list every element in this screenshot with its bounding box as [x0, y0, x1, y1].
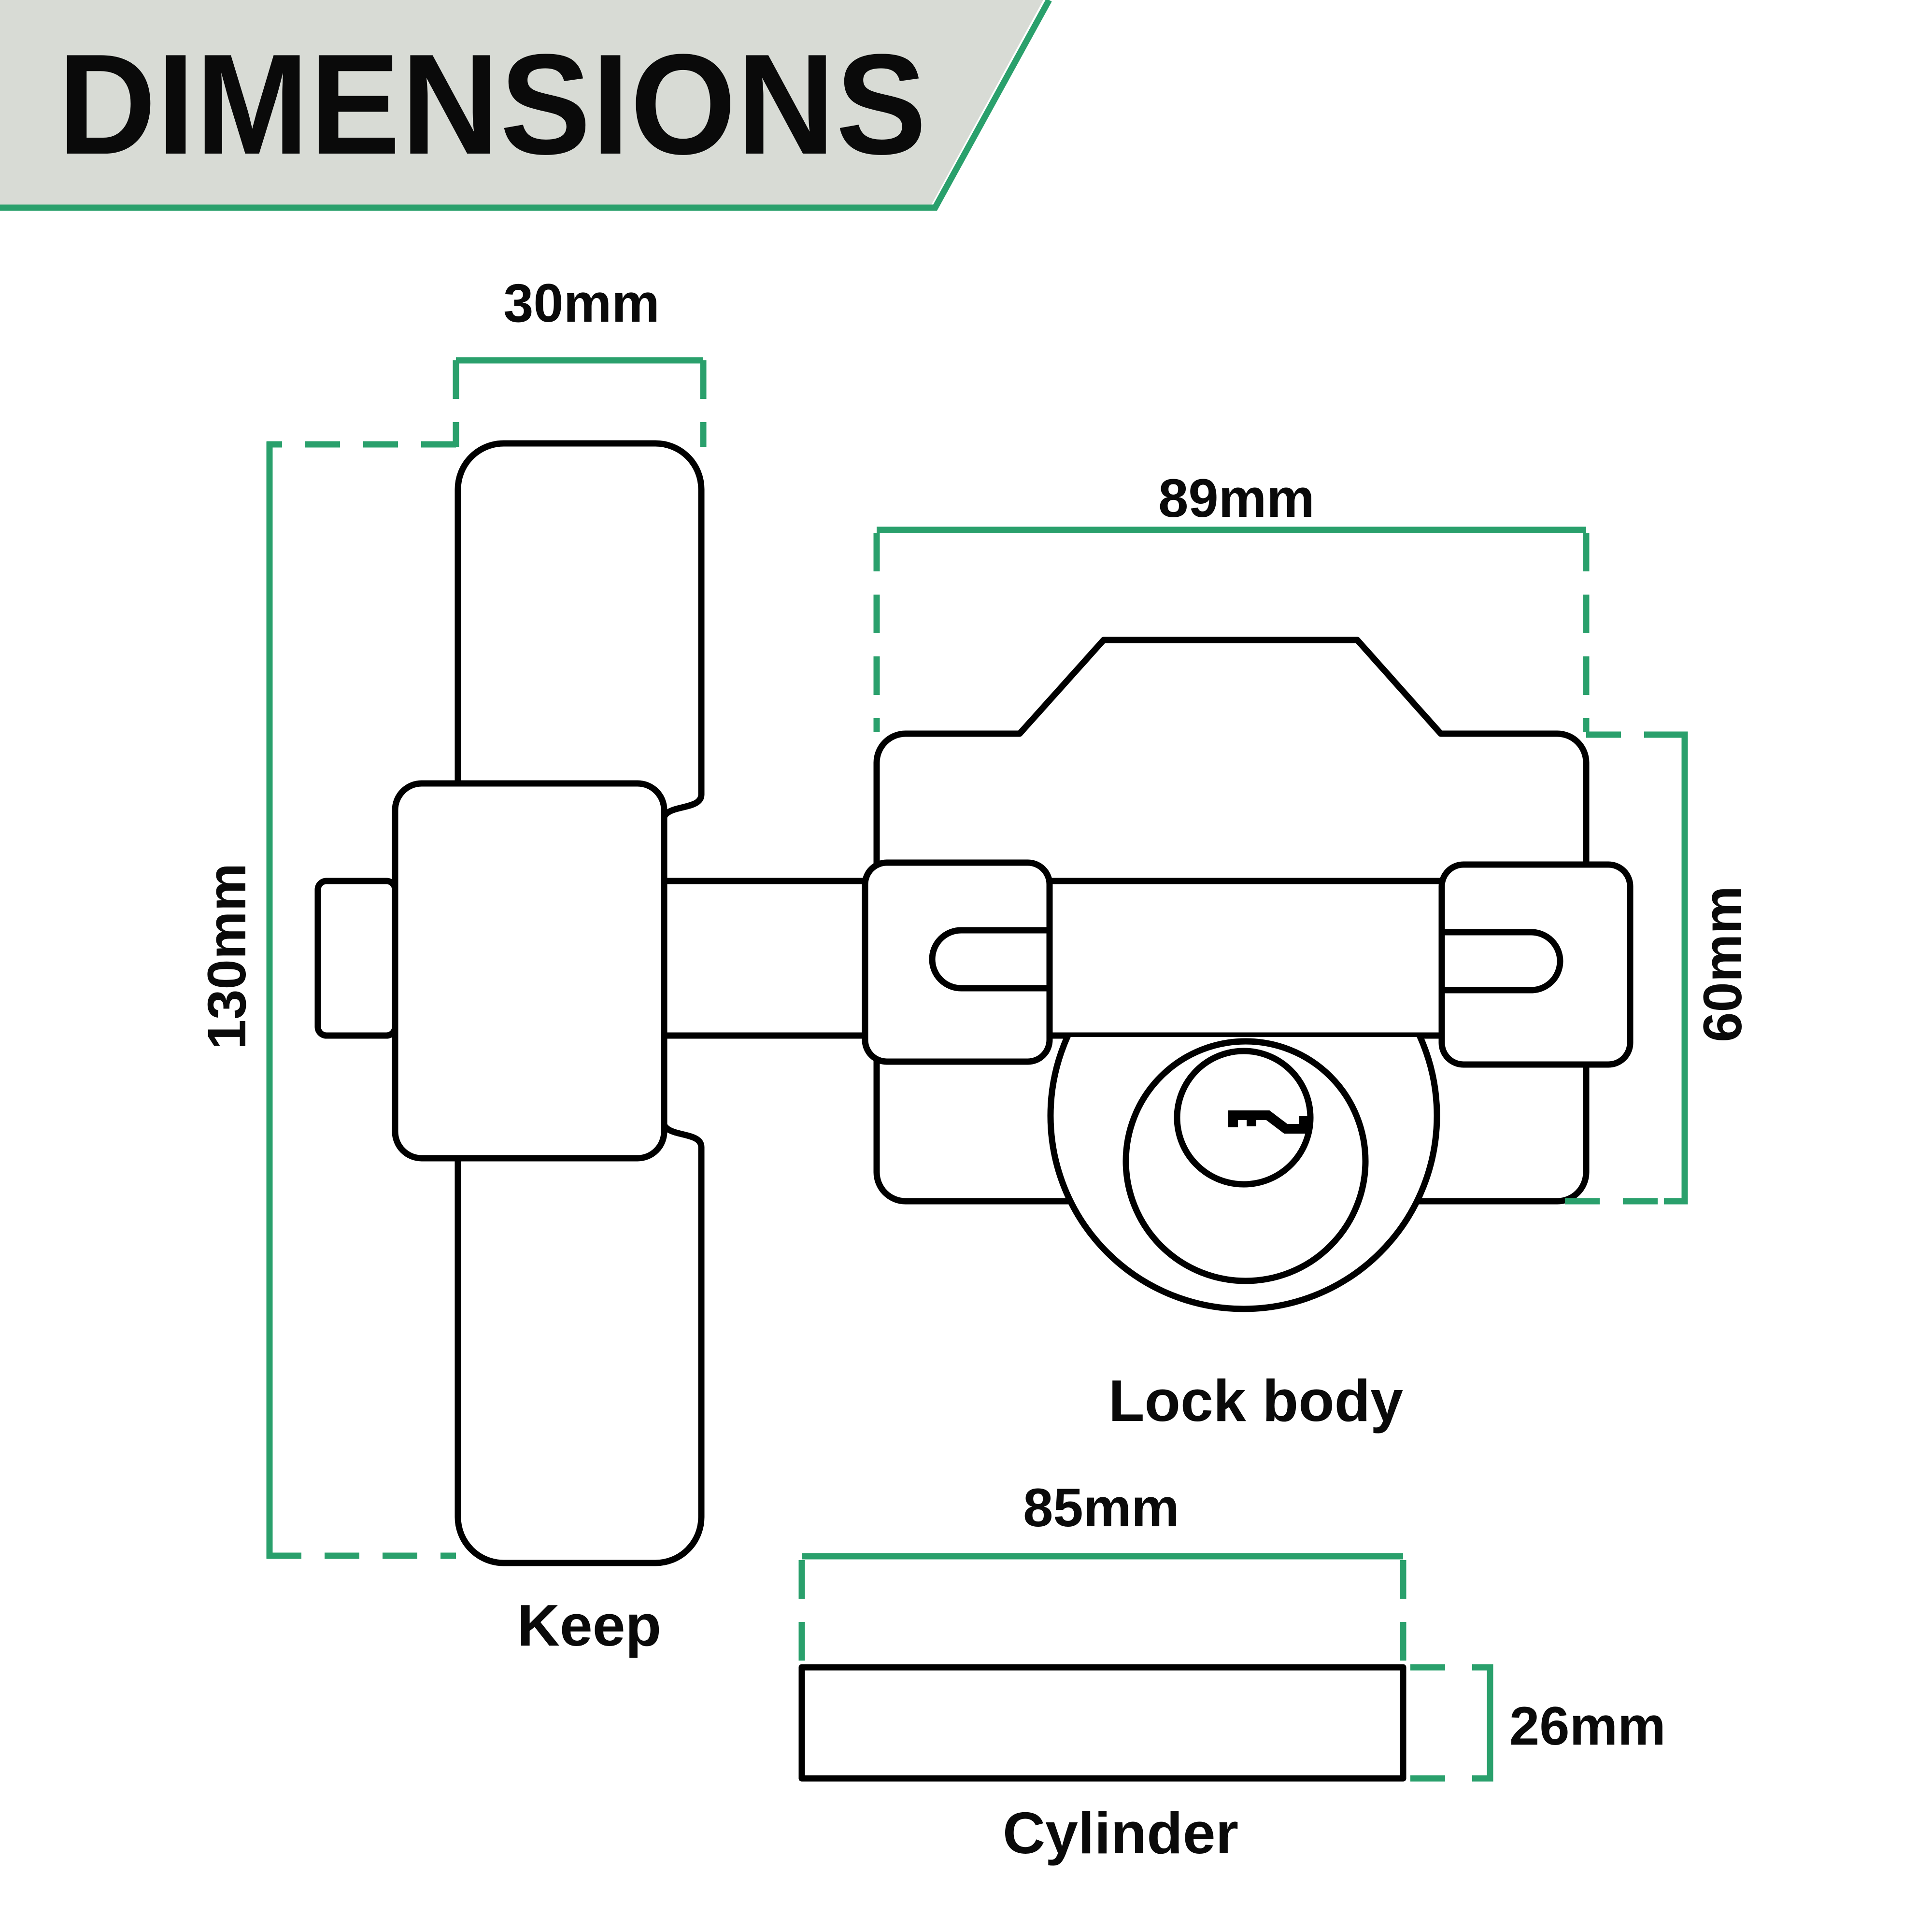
- cylinder-bar-outline: [798, 1664, 1406, 1782]
- dim-60mm-label: 60mm: [1692, 886, 1753, 1042]
- key-icon: [1228, 1110, 1310, 1134]
- right-guide-slot: [1442, 929, 1563, 994]
- dimension-annotations: [266, 357, 1688, 1782]
- dim-26mm-line: [1472, 1664, 1493, 1782]
- cylinder-label: Cylinder: [1003, 1800, 1238, 1866]
- cylinder-face: [1047, 1037, 1440, 1312]
- header-banner: DIMENSIONS: [0, 0, 1052, 211]
- right-guide-outline: [1438, 861, 1634, 1068]
- dim-130mm-bracket: [266, 441, 456, 1559]
- lock-body-label: Lock body: [1108, 1368, 1403, 1434]
- dim-130mm-label: 130mm: [197, 863, 257, 1050]
- left-guide-slot: [929, 927, 1050, 992]
- keep-bracket-outline: [392, 780, 668, 1162]
- bolt-bar: [666, 878, 1447, 1039]
- dim-26mm-label: 26mm: [1509, 1696, 1666, 1756]
- left-guide-outline: [862, 859, 1053, 1065]
- header-accent-border: [0, 0, 1052, 211]
- bolt-stub-outline: [314, 878, 398, 1039]
- dim-85mm-label: 85mm: [1023, 1477, 1179, 1538]
- dim-89mm-label: 89mm: [1158, 468, 1315, 528]
- dim-60mm-line: [1664, 731, 1688, 1205]
- left-guide-block: [862, 859, 1053, 1065]
- keep-label: Keep: [517, 1592, 661, 1658]
- dim-60mm-bracket: [1565, 731, 1688, 1205]
- dim-85mm-bracket: [798, 1553, 1406, 1662]
- header-background: [0, 0, 1043, 208]
- right-guide-block: [1438, 861, 1634, 1068]
- lock-body-drawing: [666, 637, 1634, 1312]
- dim-89mm-bracket: [873, 526, 1590, 732]
- keep-drawing: [314, 440, 705, 1566]
- page-title: DIMENSIONS: [58, 25, 927, 184]
- dim-30mm-bracket: [453, 357, 707, 447]
- dim-26mm-bracket: [1410, 1664, 1493, 1782]
- dim-30mm-label: 30mm: [503, 273, 660, 333]
